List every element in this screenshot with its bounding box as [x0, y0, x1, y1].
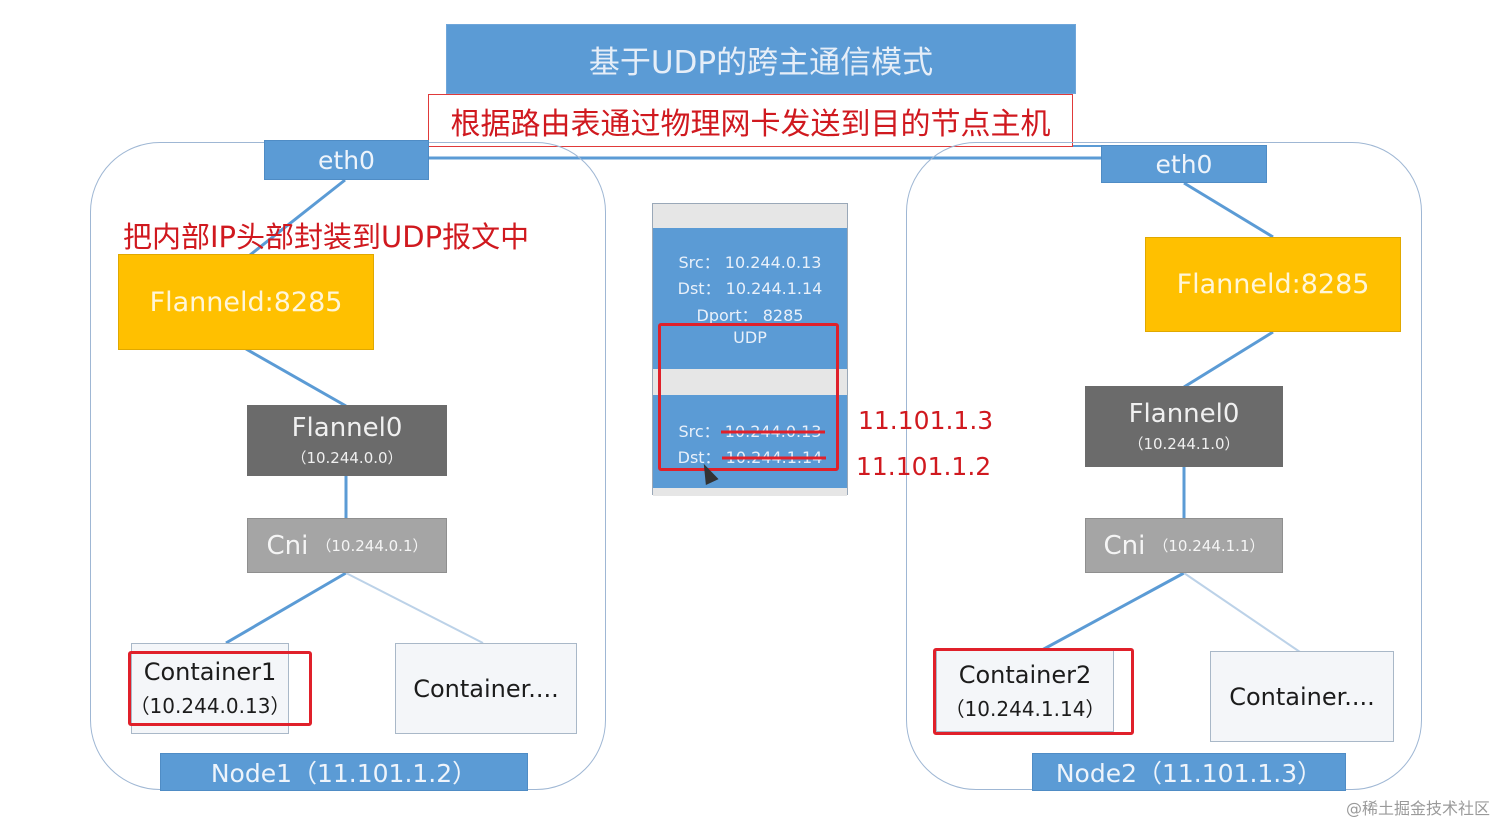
- node2-flannel0: Flannel0 （10.244.1.0）: [1085, 386, 1283, 467]
- node1-eth0: eth0: [264, 140, 429, 180]
- diagram-title: 基于UDP的跨主通信模式: [446, 24, 1076, 94]
- packet-new-src-ip: 11.101.1.3: [858, 406, 994, 435]
- node1-container-more: Container....: [395, 643, 577, 734]
- node1-flannel0-label: Flannel0: [291, 413, 403, 443]
- node1-container1-highlight: [128, 651, 312, 726]
- packet-udp-dport: Dport： 8285: [696, 306, 804, 325]
- watermark: @稀土掘金技术社区: [1345, 799, 1490, 818]
- packet-inner-dst-label: Dst：: [677, 448, 721, 467]
- node2-flannel0-ip: （10.244.1.0）: [1128, 435, 1240, 453]
- node2-flanneld: Flanneld:8285: [1145, 237, 1401, 332]
- packet-inner-src: Src： 10.244.0.13: [653, 418, 847, 442]
- node1-flanneld: Flanneld:8285: [118, 254, 374, 350]
- node2-cni: Cni （10.244.1.1）: [1085, 518, 1283, 573]
- node1-container1: Container1 （10.244.0.13）: [129, 643, 291, 734]
- packet-inner-dst: Dst： 10.244.1.14: [653, 444, 847, 468]
- node2-label: Node2（11.101.1.3）: [1032, 753, 1346, 791]
- node1-flannel0: Flannel0 （10.244.0.0）: [247, 405, 447, 476]
- routing-note: 根据路由表通过物理网卡发送到目的节点主机: [428, 94, 1073, 147]
- encapsulation-note: 把内部IP头部封装到UDP报文中: [123, 220, 530, 254]
- node2-container2-ip: （10.244.1.14）: [944, 696, 1106, 721]
- packet-inner-src-old: 10.244.0.13: [724, 422, 822, 441]
- packet-header-strip: [653, 204, 847, 228]
- node1-cni-ip: （10.244.0.1）: [316, 537, 428, 555]
- node2-container2-label: Container2: [958, 660, 1092, 689]
- node2-container2: Container2 （10.244.1.14）: [936, 650, 1114, 732]
- packet-udp-dst: Dst： 10.244.1.14: [677, 279, 823, 298]
- node1-flannel0-ip: （10.244.0.0）: [291, 449, 403, 467]
- node2-container2-highlight: [933, 648, 1134, 735]
- packet-separator-strip: [653, 369, 847, 395]
- udp-packet: Src： 10.244.0.13 Dst： 10.244.1.14 Dport：…: [652, 203, 848, 496]
- packet-footer-strip: [653, 488, 847, 496]
- packet-new-dst-ip: 11.101.1.2: [856, 452, 992, 481]
- node2-cni-ip: （10.244.1.1）: [1153, 537, 1265, 555]
- node1-cni: Cni （10.244.0.1）: [247, 518, 447, 573]
- node1-cni-label: Cni: [266, 530, 309, 561]
- node1-label: Node1（11.101.1.2）: [160, 753, 528, 791]
- node2-container-more: Container....: [1210, 651, 1394, 742]
- packet-udp-highlight: [658, 323, 839, 471]
- node2-eth0: eth0: [1101, 145, 1267, 183]
- node1-container1-label: Container1: [143, 658, 277, 686]
- packet-udp-src: Src： 10.244.0.13: [678, 253, 822, 272]
- node2-cni-label: Cni: [1103, 530, 1146, 561]
- packet-inner-src-label: Src：: [678, 422, 720, 441]
- node2-flannel0-label: Flannel0: [1128, 399, 1240, 429]
- packet-udp-label: UDP: [733, 328, 767, 347]
- packet-inner-dst-old: 10.244.1.14: [725, 448, 823, 467]
- node1-container1-ip: （10.244.0.13）: [129, 694, 291, 718]
